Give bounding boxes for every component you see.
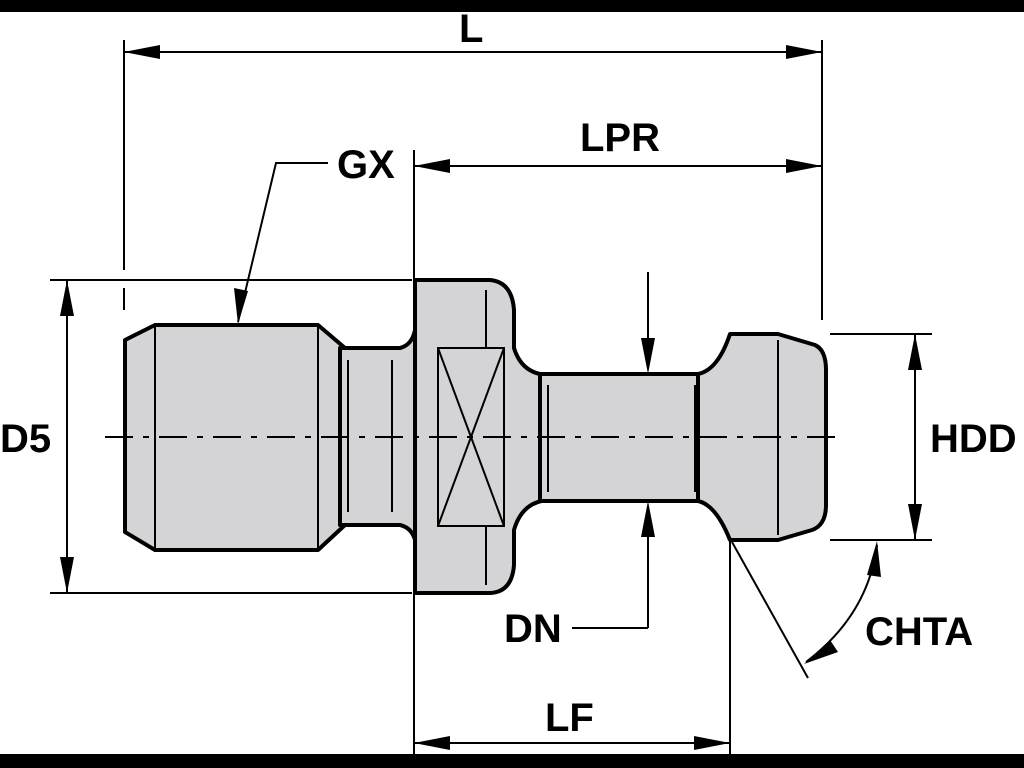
arrow-LF-left bbox=[414, 736, 450, 750]
arrow-LF-right bbox=[694, 736, 730, 750]
ext-CHTA-angle bbox=[731, 541, 809, 679]
label-L: L bbox=[459, 7, 483, 51]
neck-section bbox=[338, 328, 417, 542]
arrow-CHTA-top bbox=[867, 541, 881, 577]
arrow-LPR-left bbox=[414, 159, 450, 173]
top-frame-bar bbox=[0, 0, 1024, 12]
arrow-LPR-right bbox=[786, 159, 822, 173]
label-GX: GX bbox=[337, 143, 395, 187]
label-HDD: HDD bbox=[930, 417, 1017, 461]
leader-GX bbox=[237, 162, 328, 323]
label-LF: LF bbox=[545, 696, 594, 740]
bottom-frame-bar bbox=[0, 754, 1024, 768]
arrow-DN-top bbox=[641, 338, 655, 374]
arrow-GX bbox=[234, 288, 248, 324]
label-DN: DN bbox=[504, 607, 562, 651]
arrow-HDD-top bbox=[908, 334, 922, 370]
arrow-HDD-bottom bbox=[908, 504, 922, 540]
arrow-D5-bottom bbox=[60, 557, 74, 593]
label-LPR: LPR bbox=[580, 116, 660, 160]
arrow-L-right bbox=[786, 45, 822, 59]
label-CHTA: CHTA bbox=[865, 610, 973, 654]
dimension-lines bbox=[60, 45, 922, 750]
arrow-L-left bbox=[124, 45, 160, 59]
label-D5: D5 bbox=[0, 417, 51, 461]
arrow-DN-bottom bbox=[641, 501, 655, 537]
arrow-CHTA-bottom bbox=[804, 640, 838, 664]
arrow-D5-top bbox=[60, 280, 74, 316]
